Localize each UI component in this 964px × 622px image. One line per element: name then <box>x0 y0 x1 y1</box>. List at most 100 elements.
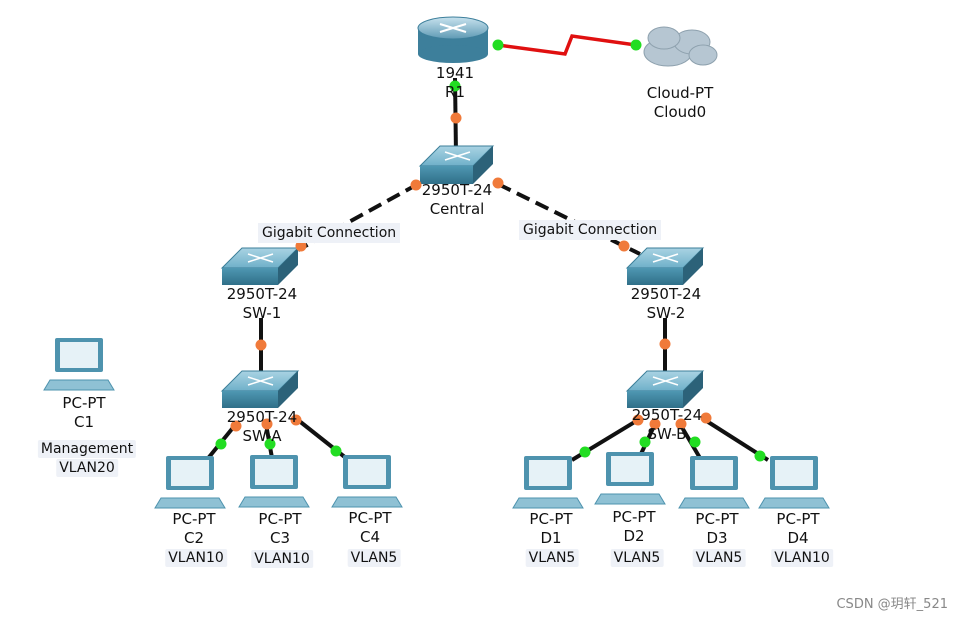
pc-c1-model: PC-PT <box>62 394 106 412</box>
cloud-name: Cloud0 <box>653 103 707 121</box>
port-pending-dot <box>290 414 302 426</box>
cloud-model: Cloud-PT <box>646 84 714 102</box>
router-name: R1 <box>445 83 465 101</box>
pc-d1-name: D1 <box>540 529 562 547</box>
swa-name: SW-A <box>242 427 282 445</box>
pc-d1-vlan: VLAN5 <box>525 549 579 567</box>
swa-label: 2950T-24 SW-A <box>227 408 297 446</box>
pc-c4-label: PC-PT C4 <box>348 509 391 547</box>
pc-c4-icon[interactable] <box>331 455 403 508</box>
sw2-model: 2950T-24 <box>630 285 702 303</box>
sw1-name: SW-1 <box>242 304 282 322</box>
port-up-dot <box>449 80 461 92</box>
port-pending-dot <box>410 179 422 191</box>
port-up-dot <box>492 39 504 51</box>
pc-d1-icon[interactable] <box>512 456 584 509</box>
pc-c2-label: PC-PT C2 <box>172 510 215 548</box>
router-r1-icon[interactable] <box>417 16 489 63</box>
vlan20-tag: VLAN20 <box>56 459 118 477</box>
port-up-dot <box>330 445 342 457</box>
management-tag: Management <box>37 440 137 458</box>
sw1-model: 2950T-24 <box>226 285 298 303</box>
pc-c4-vlan: VLAN5 <box>347 549 401 567</box>
pc-c2-icon[interactable] <box>154 456 226 509</box>
pc-d2-label: PC-PT D2 <box>612 508 655 546</box>
swb-model: 2950T-24 <box>631 406 703 424</box>
sw1-label: 2950T-24 SW-1 <box>227 285 297 323</box>
pc-c4-model: PC-PT <box>348 509 392 527</box>
pc-c2-model: PC-PT <box>172 510 216 528</box>
port-pending-dot <box>295 240 307 252</box>
port-up-dot <box>215 438 227 450</box>
link-central-sw2[interactable] <box>497 182 641 256</box>
pc-d4-vlan: VLAN10 <box>771 549 833 567</box>
swb-label: 2950T-24 SW-B <box>632 406 702 444</box>
router-model: 1941 <box>435 64 475 82</box>
port-pending-dot <box>261 418 273 430</box>
pc-d4-icon[interactable] <box>758 456 830 509</box>
pc-d1-label: PC-PT D1 <box>529 510 572 548</box>
port-pending-dot <box>632 414 644 426</box>
pc-d4-name: D4 <box>787 529 809 547</box>
pc-c3-model: PC-PT <box>258 510 302 528</box>
port-pending-dot <box>700 412 712 424</box>
pc-c3-vlan: VLAN10 <box>251 550 313 568</box>
port-up-dot <box>689 436 701 448</box>
switch-swa-icon[interactable] <box>220 370 300 408</box>
pc-d2-name: D2 <box>623 527 645 545</box>
port-pending-dot <box>230 420 242 432</box>
left-gigabit-label: Gigabit Connection <box>258 223 401 243</box>
port-up-dot <box>630 39 642 51</box>
central-name: Central <box>429 200 485 218</box>
pc-d1-model: PC-PT <box>529 510 573 528</box>
pc-d2-model: PC-PT <box>612 508 656 526</box>
pc-d3-label: PC-PT D3 <box>695 510 738 548</box>
pc-c3-label: PC-PT C3 <box>258 510 301 548</box>
port-indicators <box>215 39 766 462</box>
cloud-icon[interactable] <box>643 26 718 67</box>
port-up-dot <box>579 446 591 458</box>
port-pending-dot <box>492 177 504 189</box>
port-pending-dot <box>450 112 462 124</box>
pc-c3-name: C3 <box>269 529 291 547</box>
port-pending-dot <box>255 339 267 351</box>
sw2-label: 2950T-24 SW-2 <box>631 285 701 323</box>
swb-name: SW-B <box>647 425 687 443</box>
watermark: CSDN @玥轩_521 <box>836 597 948 612</box>
pc-c1-icon[interactable] <box>43 338 115 391</box>
switch-central-icon[interactable] <box>418 145 495 184</box>
pc-d3-icon[interactable] <box>678 456 750 509</box>
port-up-dot <box>754 450 766 462</box>
pc-c4-name: C4 <box>359 528 381 546</box>
pc-c2-vlan: VLAN10 <box>165 549 227 567</box>
switch-sw1-icon[interactable] <box>220 247 300 285</box>
pc-d3-vlan: VLAN5 <box>692 549 746 567</box>
pc-c1-label: PC-PT C1 <box>62 394 105 432</box>
swa-model: 2950T-24 <box>226 408 298 426</box>
port-up-dot <box>639 436 651 448</box>
cloud-label: Cloud-PT Cloud0 <box>647 84 713 122</box>
pc-c2-name: C2 <box>183 529 205 547</box>
pc-d4-model: PC-PT <box>776 510 820 528</box>
sw2-name: SW-2 <box>646 304 686 322</box>
switch-sw2-icon[interactable] <box>625 247 705 285</box>
pc-d3-name: D3 <box>706 529 728 547</box>
port-up-dot <box>264 438 276 450</box>
port-pending-dot <box>675 418 687 430</box>
pc-c3-icon[interactable] <box>238 455 310 508</box>
pc-d3-model: PC-PT <box>695 510 739 528</box>
central-label: 2950T-24 Central <box>422 181 492 219</box>
pc-d2-vlan: VLAN5 <box>610 549 664 567</box>
pc-c1-name: C1 <box>73 413 95 431</box>
right-gigabit-label: Gigabit Connection <box>519 220 662 240</box>
central-model: 2950T-24 <box>421 181 493 199</box>
port-pending-dot <box>649 418 661 430</box>
port-pending-dot <box>618 240 630 252</box>
pc-d4-label: PC-PT D4 <box>776 510 819 548</box>
pc-d2-icon[interactable] <box>594 452 666 505</box>
switch-swb-icon[interactable] <box>625 370 705 408</box>
link-r1-cloud[interactable] <box>497 34 637 56</box>
port-pending-dot <box>659 338 671 350</box>
